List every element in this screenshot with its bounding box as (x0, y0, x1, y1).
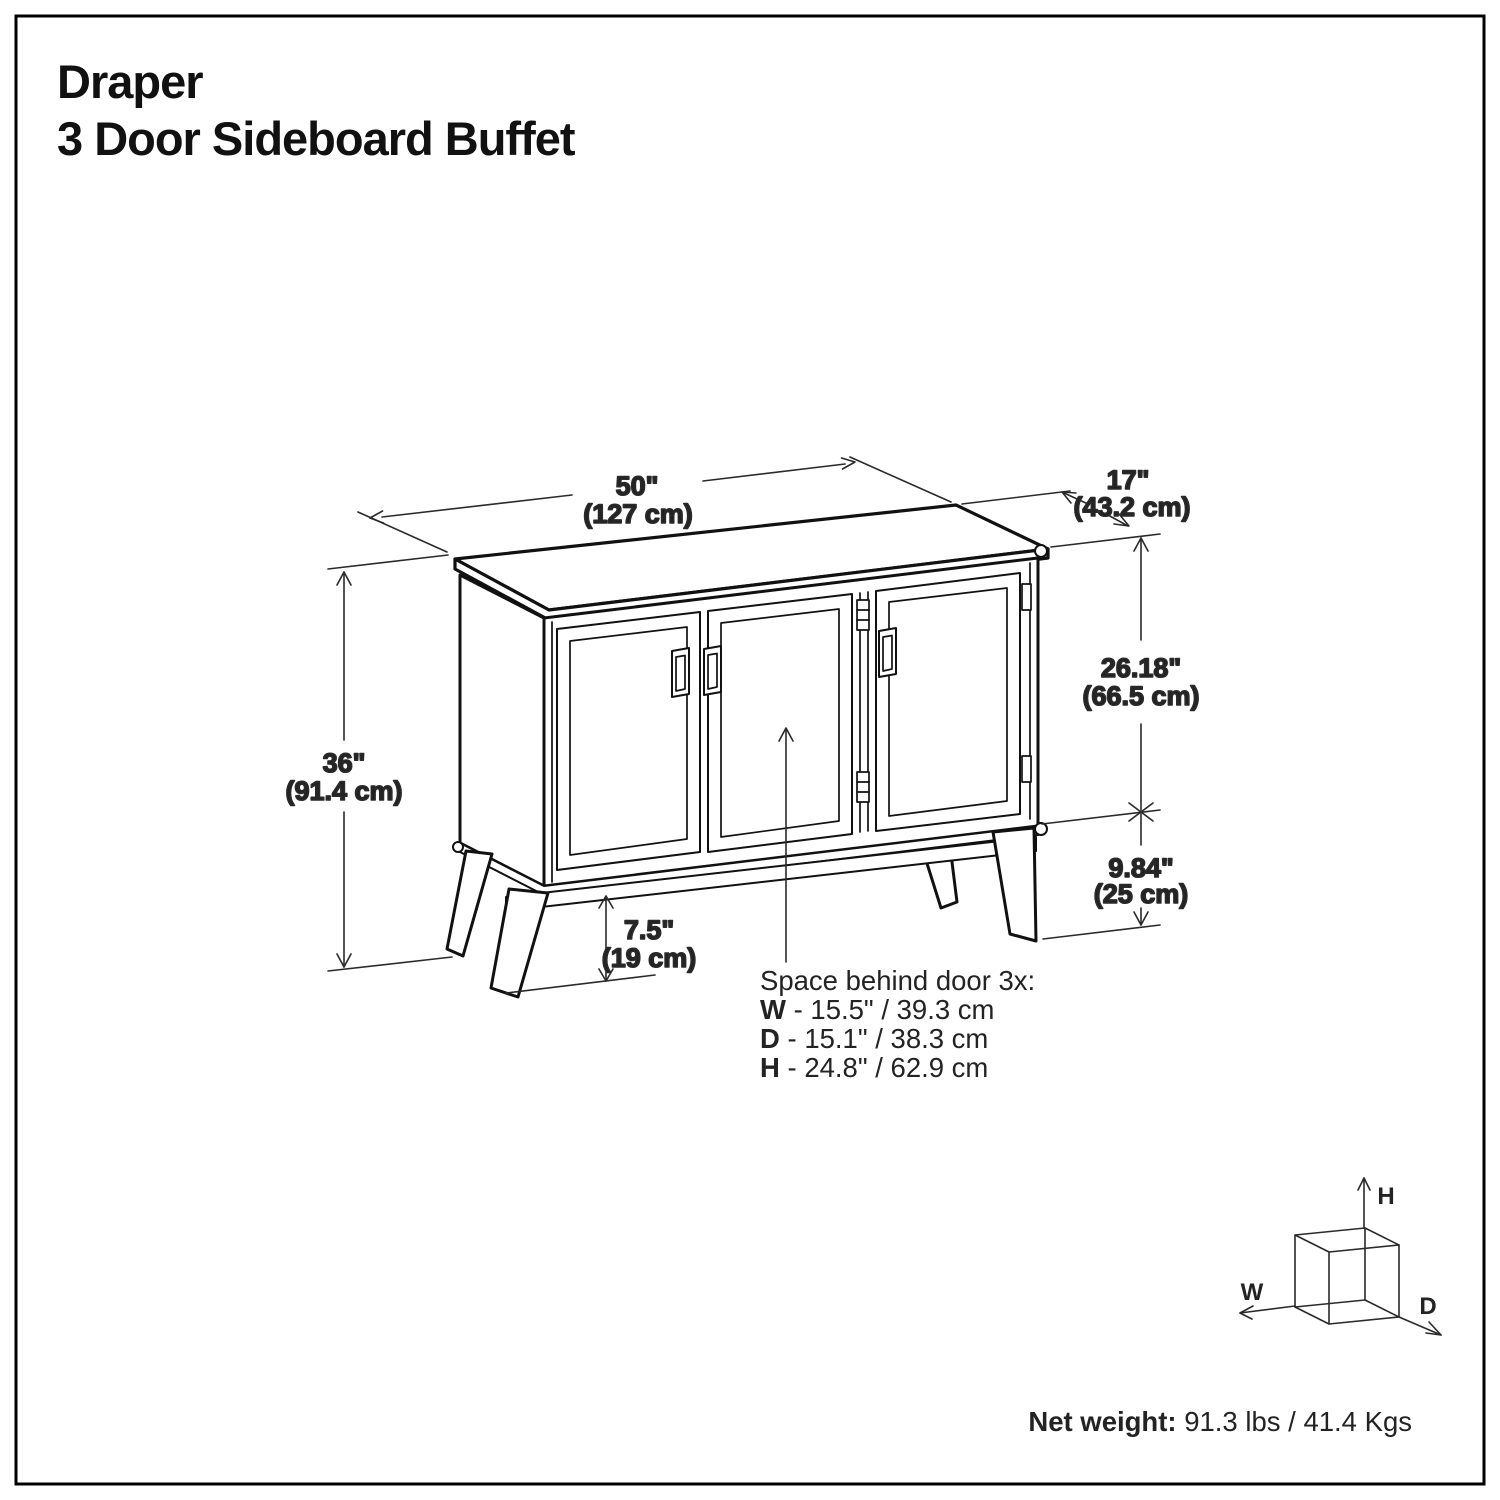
space-note-height: H - 24.8" / 62.9 cm (760, 1052, 988, 1083)
hinges (856, 583, 1032, 803)
sideboard-body (452, 544, 1048, 896)
width-dimension: 50" (127 cm) (357, 456, 952, 553)
space-note-depth: D - 15.1" / 38.3 cm (760, 1023, 988, 1054)
door-right (875, 572, 1021, 832)
door-left (556, 611, 701, 871)
title-line1: Draper (57, 55, 203, 108)
leg-front-left (489, 887, 550, 999)
depth-metric: (43.2 cm) (1073, 492, 1190, 522)
clearance-metric: (19 cm) (602, 943, 697, 973)
axis-label-w: W (1241, 1279, 1264, 1306)
cabinet-height-dimension: 26.18" (66.5 cm) (1041, 537, 1200, 825)
depth-inches: 17" (1107, 465, 1150, 495)
page-title: Draper 3 Door Sideboard Buffet (57, 55, 577, 165)
page-border (14, 14, 1486, 1486)
door-middle (707, 593, 853, 853)
side-panel (458, 573, 546, 888)
sideboard-drawing (445, 503, 1050, 999)
sideboard-top (453, 503, 1050, 622)
width-metric: (127 cm) (583, 499, 693, 529)
clearance-dimension: 7.5" (19 cm) (505, 895, 697, 994)
space-note-heading: Space behind door 3x: (760, 965, 1035, 996)
legs (445, 826, 1038, 999)
depth-dimension: 17" (43.2 cm) (961, 464, 1191, 548)
leg-back-left (445, 849, 494, 958)
width-inches: 50" (616, 471, 659, 501)
space-note-width: W - 15.5" / 39.3 cm (760, 994, 994, 1025)
cabinet-height-inches: 26.18" (1101, 653, 1181, 683)
axis-label-h: H (1377, 1183, 1394, 1210)
overall-height-metric: (91.4 cm) (285, 776, 402, 806)
axis-cube-icon: H W D (1239, 1177, 1442, 1336)
leg-height-metric: (25 cm) (1094, 879, 1189, 909)
overall-height-dimension: 36" (91.4 cm) (285, 554, 453, 972)
leg-height-inches: 9.84" (1108, 853, 1173, 883)
doors (556, 572, 1032, 871)
overall-height-inches: 36" (323, 748, 366, 778)
axis-label-d: D (1419, 1293, 1436, 1320)
title-line2: 3 Door Sideboard Buffet (57, 112, 576, 165)
net-weight: Net weight: 91.3 lbs / 41.4 Kgs (1028, 1406, 1412, 1437)
space-behind-door-note: Space behind door 3x: W - 15.5" / 39.3 c… (760, 727, 1035, 1083)
door-handles (671, 627, 897, 698)
leg-height-dimension: 9.84" (25 cm) (1042, 813, 1189, 940)
leg-front-right (991, 826, 1038, 943)
cabinet-height-metric: (66.5 cm) (1082, 681, 1199, 711)
clearance-inches: 7.5" (624, 915, 674, 945)
